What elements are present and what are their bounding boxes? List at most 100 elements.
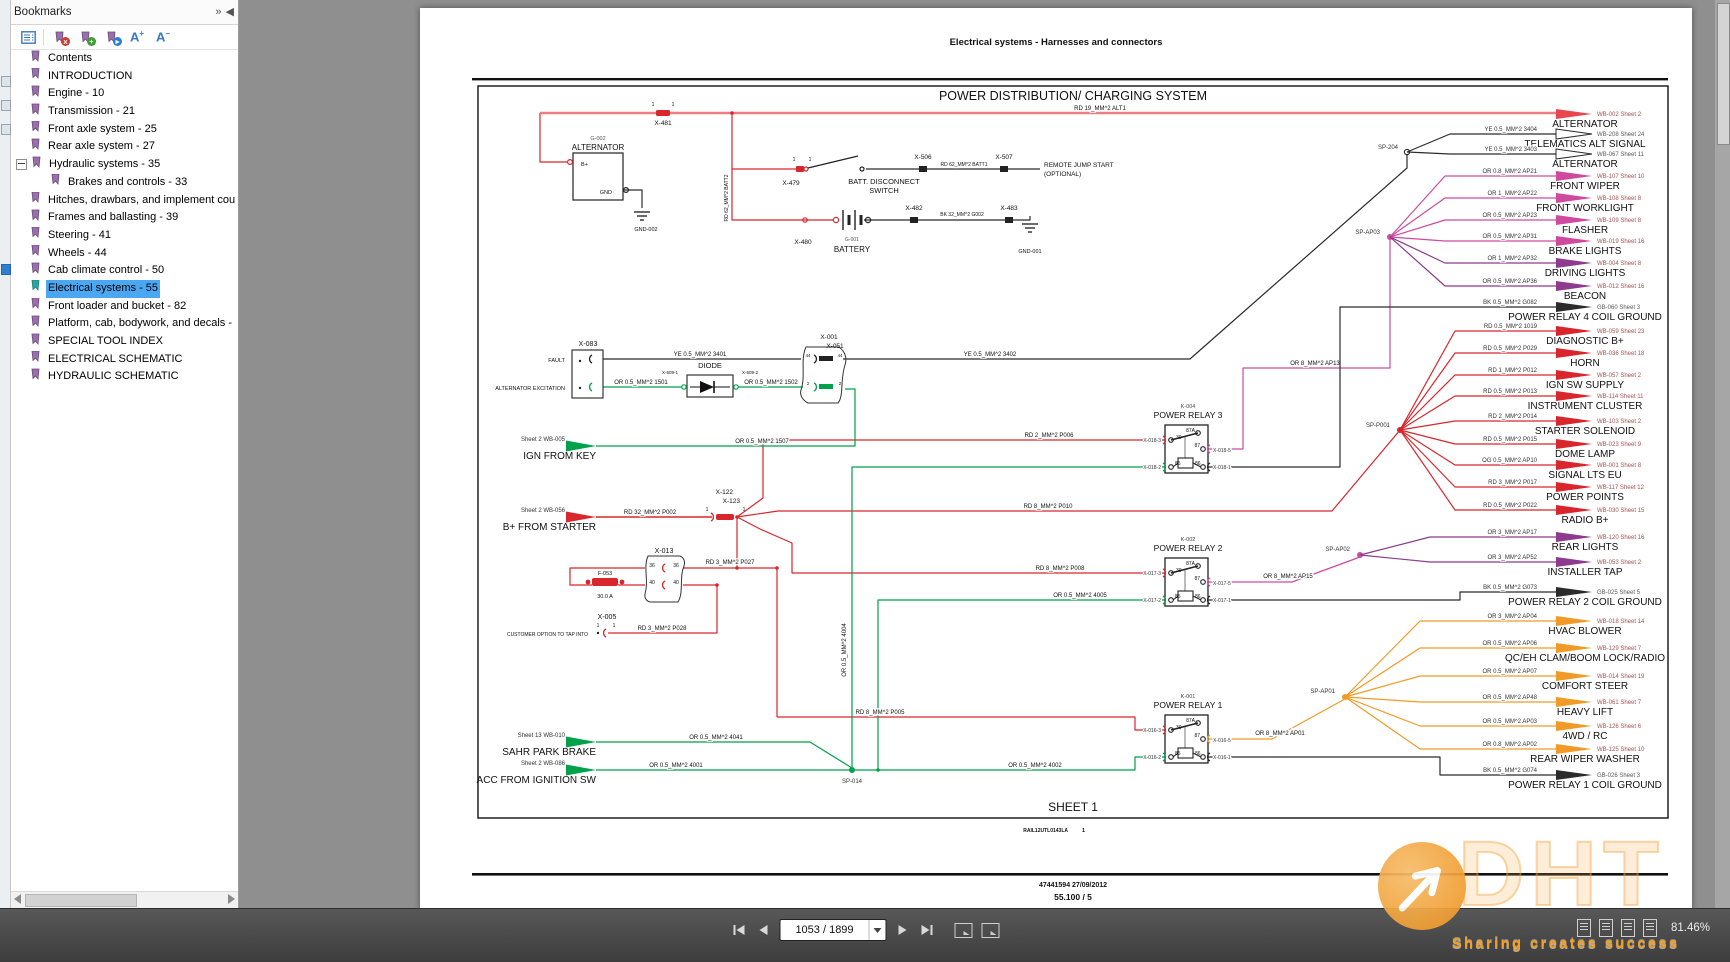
bookmark-item[interactable]: Hydraulic systems - 35 [11, 156, 238, 174]
svg-text:ACC FROM IGNITION SW: ACC FROM IGNITION SW [477, 775, 597, 786]
bookmark-item[interactable]: Contents [11, 50, 238, 68]
single-page-view-icon[interactable] [1576, 919, 1591, 937]
bookmark-item[interactable]: Platform, cab, bodywork, and decals - [11, 315, 238, 333]
font-increase-icon[interactable]: A+ [129, 29, 145, 45]
bookmark-item[interactable]: SPECIAL TOOL INDEX [11, 333, 238, 351]
bookmark-item[interactable]: Transmission - 21 [11, 103, 238, 121]
bookmark-item[interactable]: Engine - 10 [11, 85, 238, 103]
collapse-panel-icon[interactable]: ◀ [225, 6, 234, 18]
bookmark-label[interactable]: Rear axle system - 27 [48, 140, 155, 153]
previous-page-button[interactable] [757, 922, 771, 938]
first-page-button[interactable] [731, 922, 748, 938]
svg-text:OR 8_MM^2 AP13: OR 8_MM^2 AP13 [1290, 361, 1340, 367]
bookmark-label[interactable]: INTRODUCTION [48, 69, 133, 82]
bookmark-label[interactable]: Front loader and bucket - 82 [48, 299, 187, 312]
svg-text:RD 2_MM^2 P014: RD 2_MM^2 P014 [1488, 414, 1537, 420]
bookmark-item[interactable]: Wheels - 44 [11, 244, 238, 263]
bookmark-actions-icon[interactable]: ▸ [98, 27, 124, 47]
svg-text:GND-001: GND-001 [1018, 249, 1041, 255]
bookmark-label[interactable]: SPECIAL TOOL INDEX [48, 335, 163, 347]
svg-text:RAIL12UTL0143LA: RAIL12UTL0143LA [1023, 828, 1068, 834]
expand-options-icon[interactable] [15, 27, 41, 47]
bookmark-label[interactable]: Front axle system - 25 [48, 122, 157, 135]
bookmark-label[interactable]: ELECTRICAL SCHEMATIC [48, 352, 183, 365]
previous-view-icon[interactable] [954, 922, 973, 938]
page-number-value[interactable]: 1053 / 1899 [795, 924, 854, 936]
svg-text:WB-125 Sheet 10: WB-125 Sheet 10 [1597, 747, 1645, 753]
scrollbar-thumb[interactable] [25, 894, 137, 907]
panel-tab-icon[interactable] [1, 76, 11, 87]
svg-text:1: 1 [809, 157, 812, 163]
facing-view-icon[interactable] [1620, 919, 1635, 937]
bookmark-label[interactable]: Brakes and controls - 33 [68, 175, 188, 188]
bookmark-label[interactable]: Contents [48, 52, 93, 64]
bookmark-item[interactable]: INTRODUCTION [11, 67, 238, 86]
svg-text:X-506: X-506 [914, 154, 932, 161]
svg-text:36: 36 [649, 563, 655, 569]
bookmark-label[interactable]: Cab climate control - 50 [48, 264, 165, 277]
panel-tab-icon[interactable] [1, 100, 11, 111]
page-dropdown-icon[interactable] [868, 920, 886, 940]
bookmark-item[interactable]: Electrical systems - 55 [11, 279, 238, 298]
bookmark-label[interactable]: Electrical systems - 55 [46, 279, 161, 298]
svg-text:X-481: X-481 [654, 120, 672, 127]
bookmark-label[interactable]: HYDRAULIC SCHEMATIC [48, 370, 179, 383]
svg-text:B+: B+ [581, 162, 588, 168]
svg-text:X-483: X-483 [1000, 205, 1018, 212]
delete-bookmark-icon[interactable]: x [46, 27, 72, 47]
panel-menu-icon[interactable]: » [215, 6, 222, 18]
svg-text:OR 8_MM^2 AP01: OR 8_MM^2 AP01 [1255, 731, 1305, 737]
bookmarks-tab-icon[interactable] [1, 264, 11, 275]
last-page-button[interactable] [919, 922, 936, 938]
svg-text:WB-103 Sheet 2: WB-103 Sheet 2 [1597, 419, 1642, 425]
bookmark-item[interactable]: Cab climate control - 50 [11, 262, 238, 280]
svg-text:87A: 87A [1186, 718, 1196, 724]
bookmark-label[interactable]: Hitches, drawbars, and implement cou [48, 193, 236, 206]
bookmark-item[interactable]: Front axle system - 25 [11, 120, 238, 139]
scroll-left-icon[interactable] [14, 894, 21, 904]
bookmark-label[interactable]: Wheels - 44 [48, 246, 107, 259]
svg-text:FRONT WORKLIGHT: FRONT WORKLIGHT [1536, 203, 1634, 214]
bookmark-item[interactable]: Front loader and bucket - 82 [11, 297, 238, 316]
bookmark-label[interactable]: Platform, cab, bodywork, and decals - [48, 317, 233, 330]
svg-text:RD 0.5_MM^2 P013: RD 0.5_MM^2 P013 [1483, 389, 1538, 395]
bookmark-label[interactable]: Steering - 41 [48, 228, 111, 241]
bookmark-icon [29, 50, 42, 68]
bookmark-item[interactable]: Steering - 41 [11, 226, 238, 245]
continuous-view-icon[interactable] [1598, 919, 1613, 937]
bookmark-item[interactable]: ELECTRICAL SCHEMATIC [11, 350, 238, 369]
font-decrease-icon[interactable]: A− [155, 29, 171, 45]
svg-text:RD 1_MM^2 P012: RD 1_MM^2 P012 [1488, 368, 1537, 374]
new-bookmark-icon[interactable]: + [72, 27, 98, 47]
book-view-icon[interactable] [1642, 919, 1657, 937]
bookmark-label[interactable]: Transmission - 21 [48, 105, 136, 118]
svg-text:Sheet 13 WB-010: Sheet 13 WB-010 [518, 733, 566, 739]
bookmarks-horizontal-scrollbar[interactable] [11, 891, 238, 908]
bookmark-item[interactable]: HYDRAULIC SCHEMATIC [11, 368, 238, 386]
bookmark-item[interactable]: Frames and ballasting - 39 [11, 209, 238, 227]
bookmark-item[interactable]: Rear axle system - 27 [11, 138, 238, 156]
bookmark-label[interactable]: Hydraulic systems - 35 [49, 158, 161, 171]
svg-text:85: 85 [1175, 594, 1181, 600]
vertical-scrollbar[interactable] [1715, 0, 1730, 908]
svg-text:WB-117 Sheet 12: WB-117 Sheet 12 [1597, 485, 1645, 491]
bookmark-label[interactable]: Frames and ballasting - 39 [48, 211, 179, 224]
watermark-logo [1378, 842, 1466, 930]
bookmark-label[interactable]: Engine - 10 [48, 87, 105, 100]
svg-text:OR 0.5_MM^2 AP31: OR 0.5_MM^2 AP31 [1482, 234, 1537, 240]
svg-text:30: 30 [1176, 435, 1182, 441]
next-page-button[interactable] [896, 922, 910, 938]
scroll-right-icon[interactable] [228, 894, 235, 904]
next-view-icon[interactable] [981, 922, 1000, 938]
panel-tab-icon[interactable] [1, 124, 11, 135]
svg-text:OR 0.5_MM^2 4005: OR 0.5_MM^2 4005 [1053, 593, 1107, 599]
bookmark-item[interactable]: Hitches, drawbars, and implement cou [11, 191, 238, 210]
page-number-input[interactable]: 1053 / 1899 [779, 919, 887, 941]
bookmark-item[interactable]: Brakes and controls - 33 [11, 173, 238, 192]
scrollbar-thumb[interactable] [1717, 3, 1730, 145]
collapse-node-icon[interactable] [16, 159, 27, 171]
svg-text:INSTALLER TAP: INSTALLER TAP [1547, 567, 1622, 578]
